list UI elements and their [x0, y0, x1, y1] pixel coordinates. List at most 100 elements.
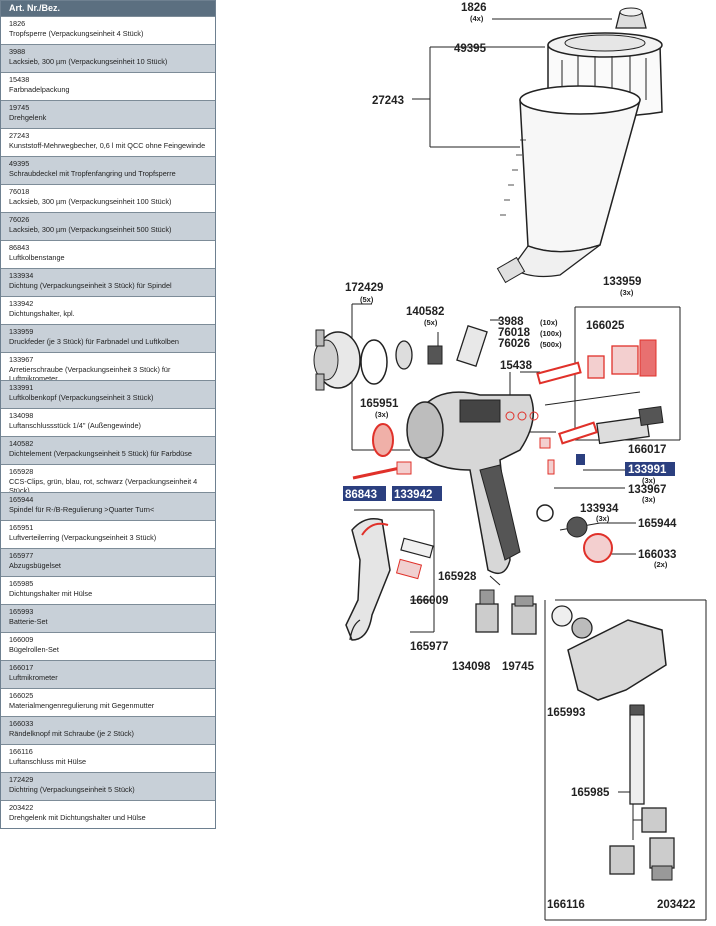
part-number: 76026: [9, 215, 30, 224]
part-number: 172429: [9, 775, 34, 784]
part-number: 166025: [9, 691, 34, 700]
part-description: Luftmikrometer: [9, 672, 58, 682]
part-description: Lacksieb, 300 µm (Verpackungseinheit 500…: [9, 224, 172, 234]
part-description: Luftanschluss mit Hülse: [9, 756, 87, 766]
callout-165951-qty: (3x): [375, 410, 389, 419]
part-description: Kunststoff-Mehrwegbecher, 0,6 l mit QCC …: [9, 140, 206, 150]
part-number: 165951: [9, 523, 34, 532]
part-description: Abzugsbügelset: [9, 560, 61, 570]
callout-172429-qty: (5x): [360, 295, 374, 304]
callout-15438: 15438: [500, 360, 533, 372]
callout-165928: 165928: [438, 571, 477, 583]
highlight-86843: [343, 486, 386, 501]
part-number: 166009: [9, 635, 34, 644]
callout-1826-qty: (4x): [470, 14, 484, 23]
part-number: 134098: [9, 411, 34, 420]
callout-76018: 76018: [498, 327, 531, 339]
callout-76026-qty: (500x): [540, 340, 562, 349]
callout-133942: 133942: [394, 489, 432, 501]
callout-1826: 1826: [461, 2, 487, 14]
callout-133967: 133967: [628, 484, 666, 496]
callout-140582-qty: (5x): [424, 318, 438, 327]
part-number: 166033: [9, 719, 34, 728]
part-description: Dichtung (Verpackungseinheit 3 Stück) fü…: [9, 280, 172, 290]
part-number: 133967: [9, 355, 34, 364]
part-description: Luftverteilerring (Verpackungseinheit 3 …: [9, 532, 157, 542]
callout-165993: 165993: [547, 707, 585, 719]
part-number: 1826: [9, 19, 26, 28]
callout-133934-qty: (3x): [596, 514, 610, 523]
callout-172429: 172429: [345, 282, 383, 294]
part-description: Dichtring (Verpackungseinheit 5 Stück): [9, 784, 135, 794]
part-description: Farbnadelpackung: [9, 84, 70, 94]
part-number: 165993: [9, 607, 34, 616]
part-description: Luftkolbenstange: [9, 252, 65, 262]
callout-165977: 165977: [410, 641, 448, 653]
callout-133967-qty: (3x): [642, 495, 656, 504]
part-description: Luftkolbenkopf (Verpackungseinheit 3 Stü…: [9, 392, 154, 402]
callout-166033: 166033: [638, 549, 676, 561]
part-number: 165944: [9, 495, 34, 504]
callout-3988-qty: (10x): [540, 318, 558, 327]
part-number: 133934: [9, 271, 34, 280]
highlight-133942: [392, 486, 442, 501]
part-number: 165985: [9, 579, 34, 588]
part-description: Arretierschraube (Verpackungseinheit 3 S…: [9, 364, 171, 381]
part-number: 27243: [9, 131, 30, 140]
highlight-133991: [625, 462, 675, 476]
part-number: 19745: [9, 103, 30, 112]
callout-166033-qty: (2x): [654, 560, 668, 569]
part-description: Dichtungshalter mit Hülse: [9, 588, 93, 598]
parts-table-header: Art. Nr./Bez.: [1, 1, 215, 16]
part-number: 133959: [9, 327, 34, 336]
callout-203422: 203422: [657, 899, 695, 911]
callout-165985: 165985: [571, 787, 610, 799]
part-number: 140582: [9, 439, 34, 448]
callout-86843: 86843: [345, 489, 377, 501]
part-description: Materialmengenregulierung mit Gegenmutte…: [9, 700, 155, 710]
callout-166009: 166009: [410, 595, 448, 607]
part-number: 49395: [9, 159, 30, 168]
part-description: Dichtelement (Verpackungseinheit 5 Stück…: [9, 448, 192, 458]
part-description: Rändelknopf mit Schraube (je 2 Stück): [9, 728, 134, 738]
part-number: 133942: [9, 299, 34, 308]
part-description: Schraubdeckel mit Tropfenfangring und Tr…: [9, 168, 176, 178]
part-number: 76018: [9, 187, 30, 196]
callout-165951: 165951: [360, 398, 399, 410]
part-number: 15438: [9, 75, 30, 84]
part-description: Lacksieb, 300 µm (Verpackungseinheit 10 …: [9, 56, 168, 66]
part-description: Luftanschlussstück 1/4" (Außengewinde): [9, 420, 141, 430]
part-description: Druckfeder (je 3 Stück) für Farbnadel un…: [9, 336, 179, 346]
part-number: 133991: [9, 383, 34, 392]
part-number: 165928: [9, 467, 34, 476]
callout-3988: 3988: [498, 316, 524, 328]
part-description: Bügelrollen-Set: [9, 644, 59, 654]
callout-76018-qty: (100x): [540, 329, 562, 338]
callout-133991-qty: (3x): [642, 476, 656, 485]
callout-133959-qty: (3x): [620, 288, 634, 297]
